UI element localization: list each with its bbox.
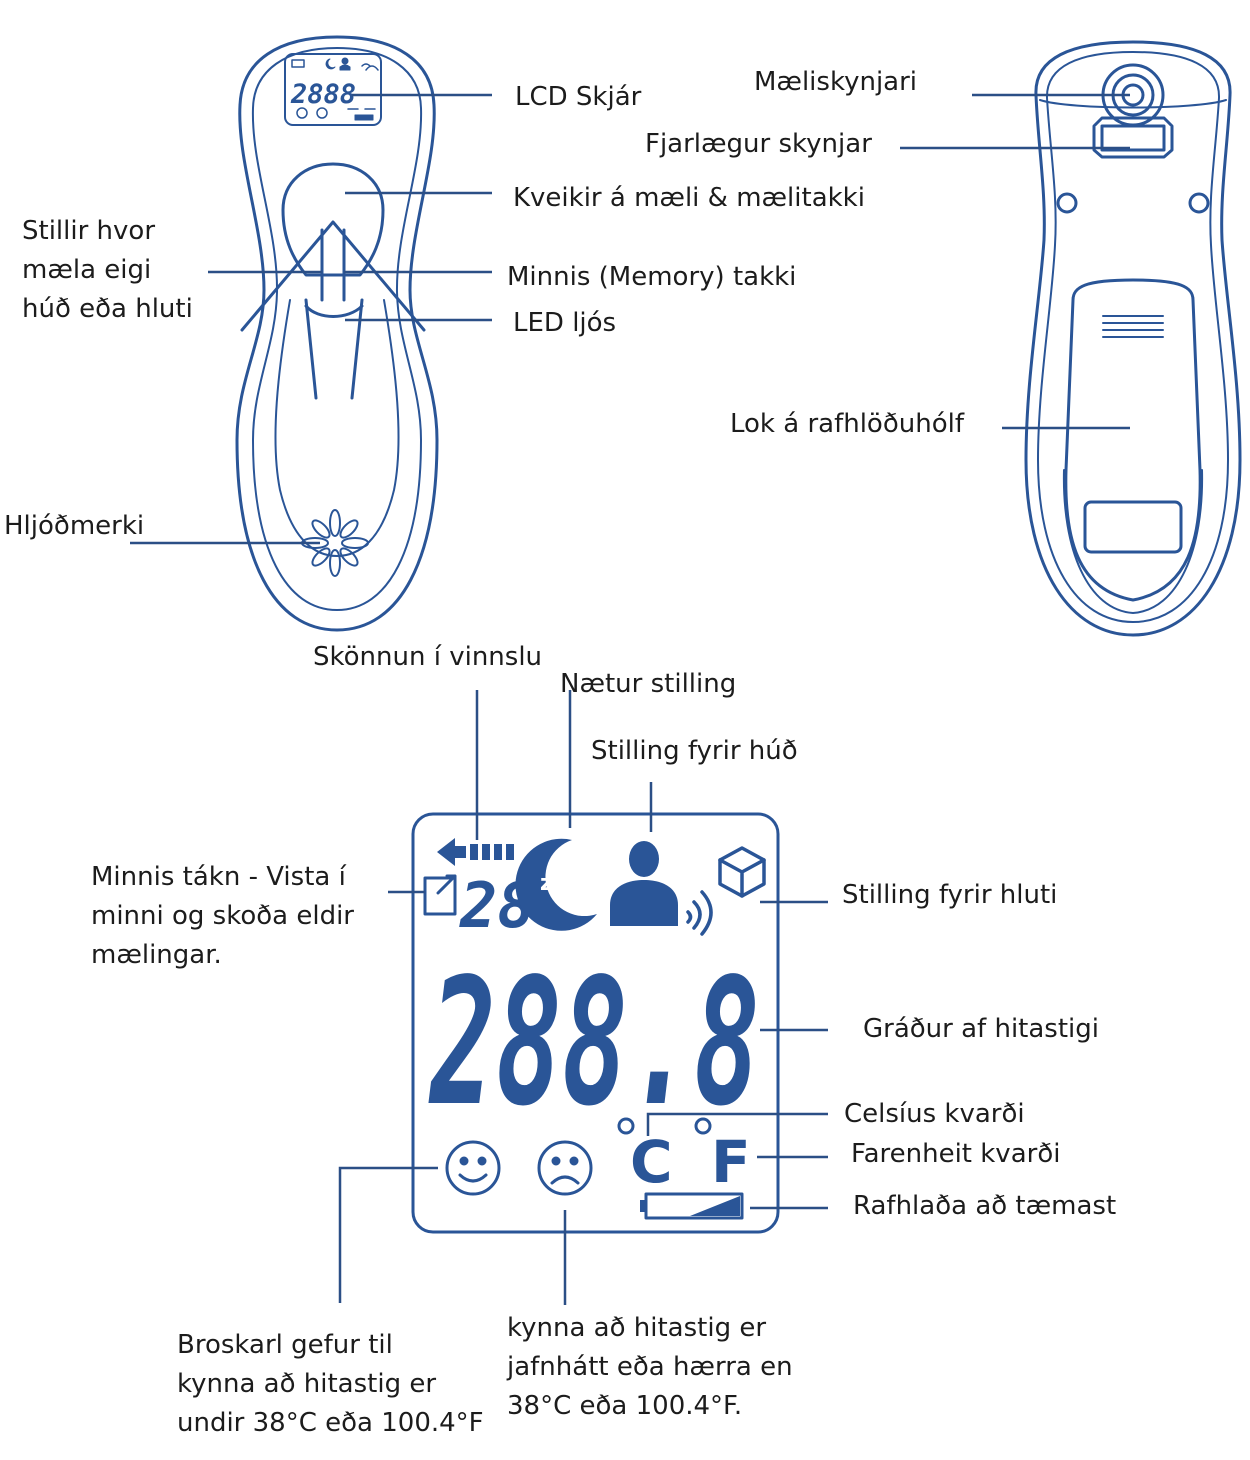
memory-symbol-icon: [423, 874, 457, 916]
label-low-battery: Rafhlaða að tæmast: [853, 1191, 1117, 1221]
mini-lcd-frame: [284, 53, 382, 126]
leader-smiley: [338, 1166, 438, 1303]
thermometer-back-view: [1024, 40, 1242, 637]
label-object-mode: Stilling fyrir hluti: [842, 880, 1058, 910]
label-smiley-description: Broskarl gefur til kynna að hitastig er …: [177, 1326, 484, 1443]
sleep-letters: zz: [540, 871, 566, 896]
label-mode-switch-line: mæla eigi: [22, 255, 152, 285]
label-fahrenheit: Farenheit kvarði: [851, 1139, 1061, 1169]
label-scanning: Skönnun í vinnslu: [313, 642, 543, 672]
label-led-light: LED ljós: [513, 308, 617, 338]
battery-cover-grip: [1102, 315, 1164, 338]
label-celsius: Celsíus kvarði: [844, 1099, 1025, 1129]
label-memory-button: Minnis (Memory) takki: [507, 262, 797, 292]
celsius-symbol: C: [630, 1128, 673, 1196]
power-button-outline: [281, 162, 385, 277]
grip-line-right: [350, 298, 364, 400]
skin-mode-person-icon: [610, 841, 678, 926]
battery-cover: [1062, 278, 1204, 614]
object-mode-icon: [686, 846, 766, 936]
back-screw-right: [1188, 192, 1210, 214]
lcd-display: 28 zz 288.8: [411, 812, 780, 1234]
leader-lines: [130, 93, 1130, 1305]
leader-celsius: [646, 1112, 828, 1136]
label-skin-mode: Stilling fyrir húð: [591, 736, 798, 766]
label-mode-switch: Stillir hvor mæla eigi húð eða hluti: [22, 212, 193, 329]
label-distance-sensor: Fjarlægur skynjar: [645, 129, 872, 159]
distance-sensor: [1092, 116, 1174, 159]
smiley-face-icon: [445, 1140, 501, 1196]
back-body-outline: [1024, 40, 1242, 637]
lcd-frame: [411, 812, 780, 1234]
label-memory-icon-line: minni og skoða eldir: [91, 901, 354, 931]
back-screw-left: [1056, 192, 1078, 214]
label-buzzer: Hljóðmerki: [4, 511, 145, 541]
fahrenheit-degree-icon: [694, 1117, 712, 1135]
front-inner-outline: [251, 47, 423, 611]
mini-lcd-digits: 2888: [290, 79, 356, 110]
label-mode-switch-line: Stillir hvor: [22, 216, 156, 246]
label-probe-sensor: Mæliskynjari: [754, 67, 918, 97]
night-moon-icon: [515, 838, 597, 931]
label-mode-switch-line: húð eða hluti: [22, 294, 193, 324]
label-memory-icon-line: mælingar.: [91, 940, 222, 970]
label-power-button: Kveikir á mæli & mælitakki: [513, 183, 865, 213]
front-body-outline: [235, 35, 439, 632]
frown-face-icon: [537, 1140, 593, 1196]
fahrenheit-symbol: F: [711, 1128, 751, 1196]
label-temperature-degrees: Gráður af hitastigi: [863, 1014, 1099, 1044]
scanning-arrow-icon: [437, 838, 514, 866]
back-top-band: [1039, 99, 1227, 109]
celsius-degree-icon: [617, 1117, 635, 1135]
label-memory-icon-line: Minnis tákn - Vista í: [91, 862, 346, 892]
label-frown-line: 38°C eða 100.4°F.: [507, 1391, 743, 1421]
temperature-main-digits: 288.8: [428, 942, 760, 1145]
mode-switch: [240, 220, 426, 332]
thermometer-front-view: 2888: [235, 35, 439, 632]
back-inner-outline: [1037, 51, 1229, 623]
label-night-mode: Nætur stilling: [560, 669, 737, 699]
buzzer-icon: [301, 509, 369, 577]
label-smiley-line: Broskarl gefur til: [177, 1330, 393, 1360]
label-frown-description: kynna að hitastig er jafnhátt eða hærra …: [507, 1309, 793, 1426]
battery-cover-window: [1083, 500, 1183, 554]
lower-grip-outline: [274, 299, 400, 557]
led-arc: [304, 304, 364, 318]
mini-lcd: 2888: [284, 53, 382, 126]
low-battery-icon: [640, 1192, 744, 1220]
label-frown-line: kynna að hitastig er: [507, 1313, 767, 1343]
label-smiley-line: undir 38°C eða 100.4°F: [177, 1408, 484, 1438]
label-battery-cover: Lok á rafhlöðuhólf: [730, 409, 964, 439]
grip-line-left: [304, 298, 318, 400]
label-lcd-screen: LCD Skjár: [515, 82, 642, 112]
label-smiley-line: kynna að hitastig er: [177, 1369, 437, 1399]
label-frown-line: jafnhátt eða hærra en: [507, 1352, 793, 1382]
label-memory-icon: Minnis tákn - Vista í minni og skoða eld…: [91, 858, 354, 975]
